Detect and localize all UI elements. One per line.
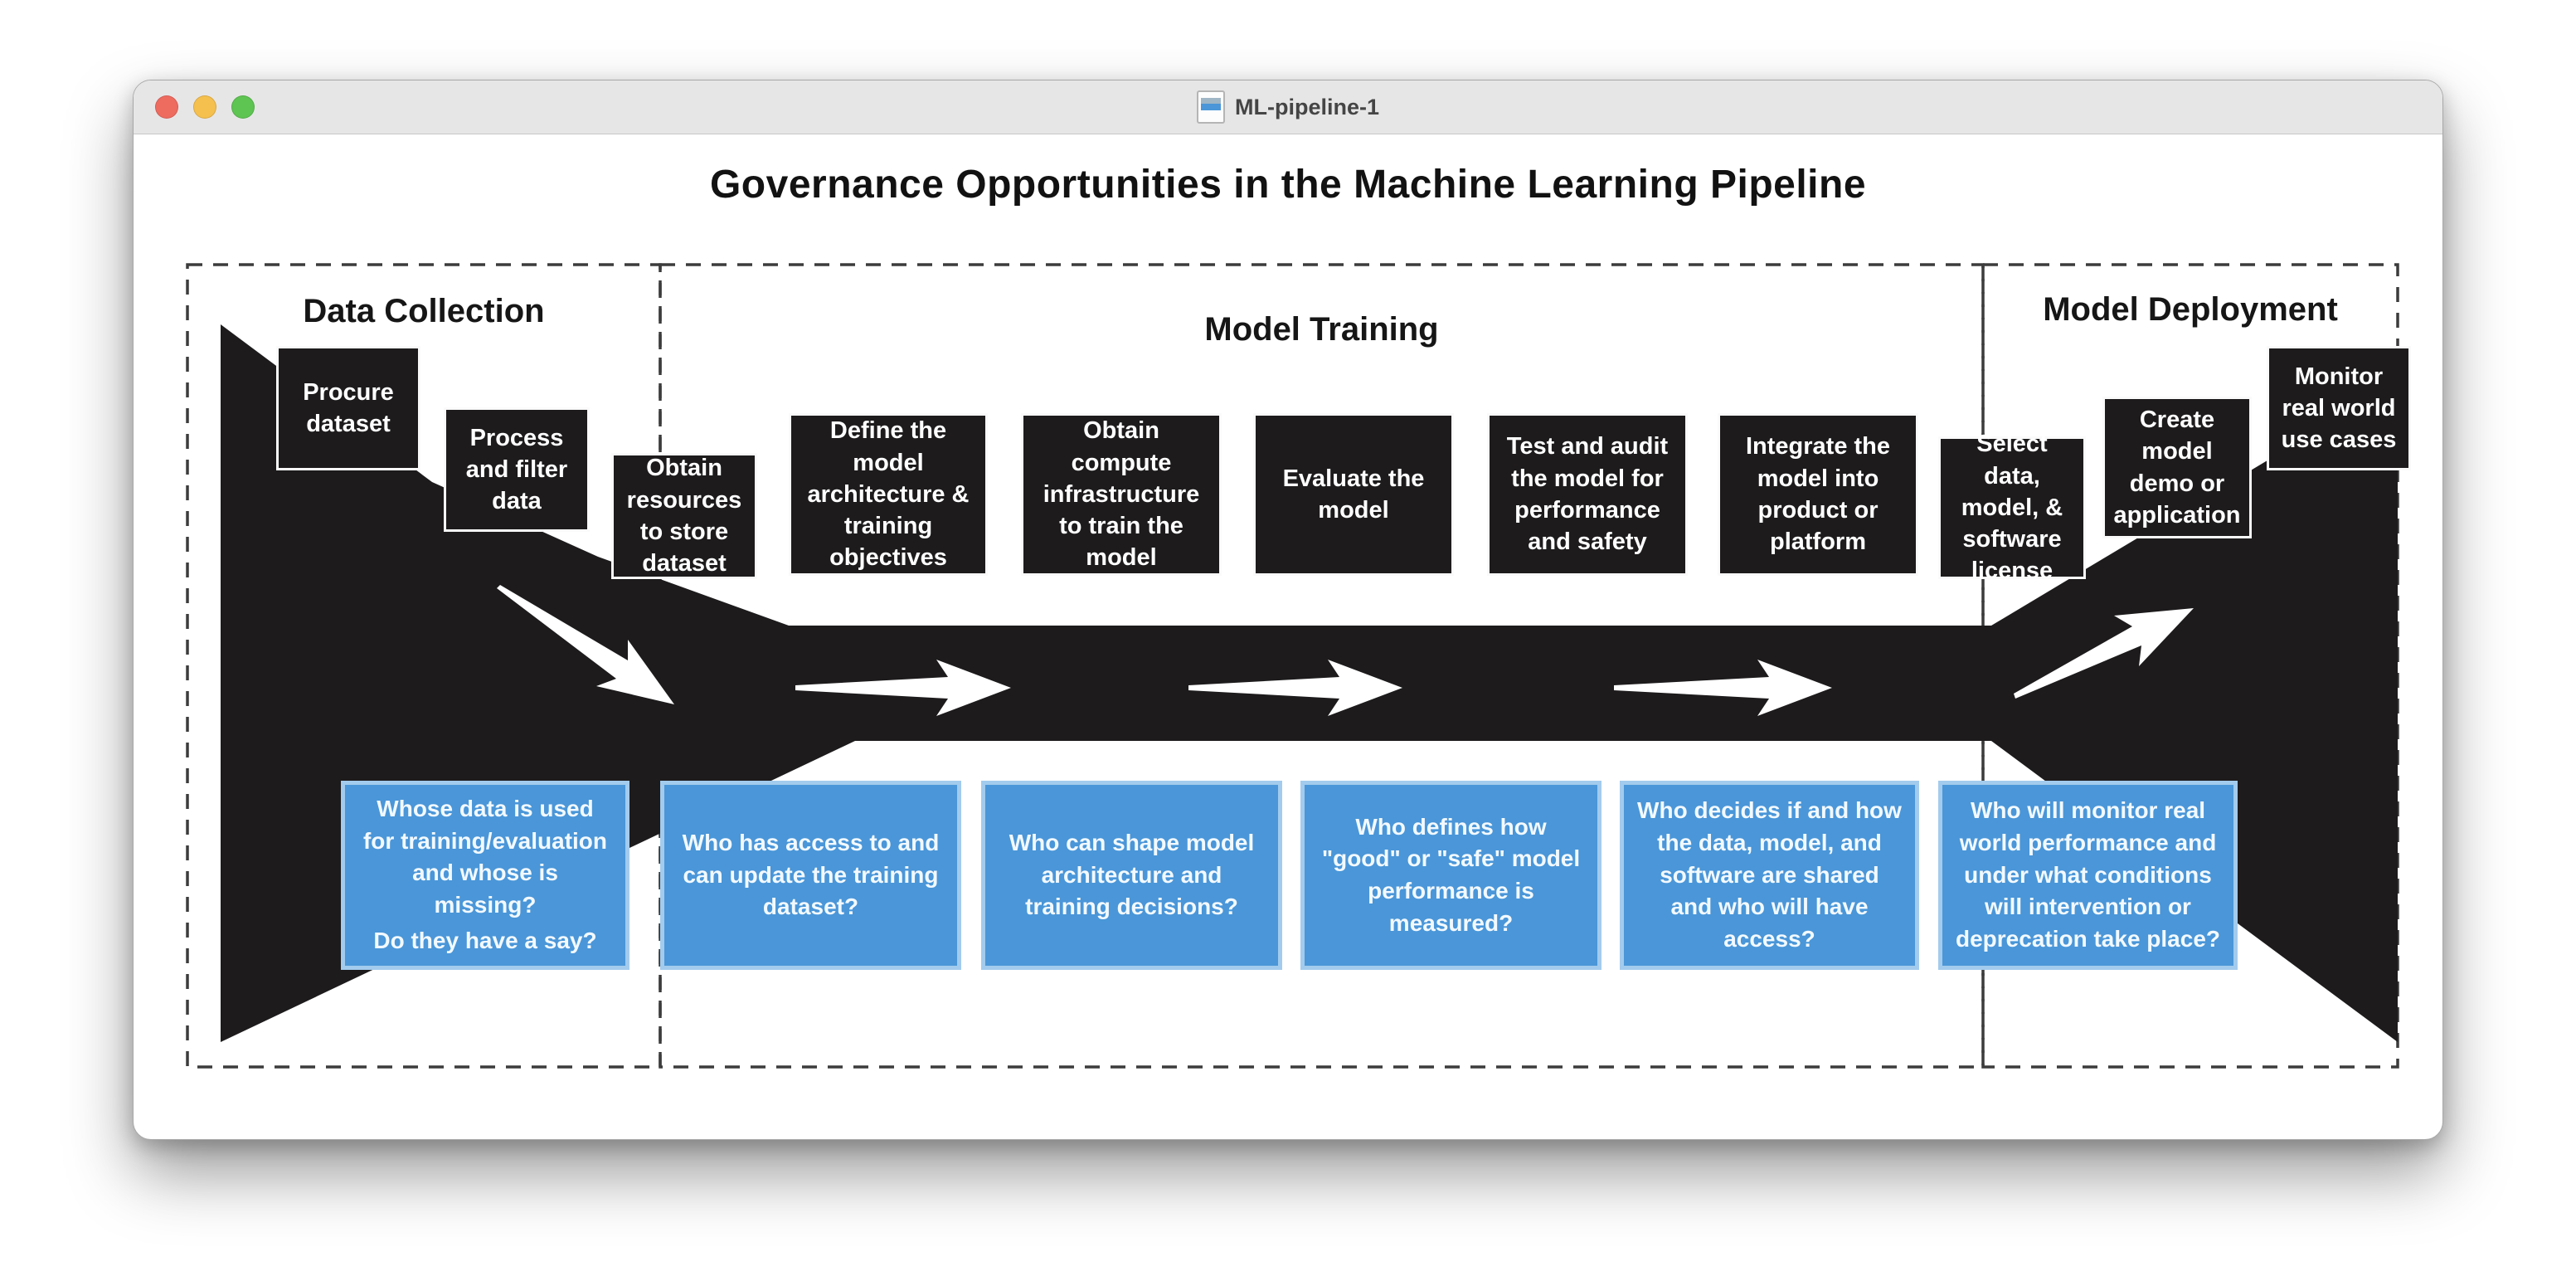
step-integrate-product: Integrate the model into product or plat… (1718, 413, 1918, 576)
question-dataset-access: Who has access to and can update the tra… (660, 781, 961, 970)
close-button[interactable] (155, 95, 178, 119)
diagram-title: Governance Opportunities in the Machine … (709, 163, 1867, 207)
flow-arrows (497, 585, 2194, 716)
zoom-button[interactable] (231, 95, 255, 119)
flow-arrow-3 (1188, 660, 1402, 716)
question-text: Who has access to and can update the tra… (682, 830, 940, 920)
section-label-model-deployment: Model Deployment (2043, 291, 2338, 328)
question-text: Who defines how "good" or "safe" model p… (1321, 813, 1581, 936)
step-monitor-use-cases: Monitor real world use cases (2267, 346, 2411, 470)
section-frame-data-collection (186, 263, 662, 1069)
step-define-architecture: Define the model architecture & training… (789, 413, 988, 576)
minimize-button[interactable] (193, 95, 216, 119)
flow-arrow-2 (795, 660, 1011, 716)
question-text: Do they have a say? (373, 928, 597, 954)
document-icon (1197, 90, 1225, 124)
step-create-demo: Create model demo or application (2102, 397, 2252, 538)
flow-arrow-4 (1614, 660, 1832, 716)
question-shape-architecture: Who can shape model architecture and tra… (981, 781, 1282, 970)
section-label-data-collection: Data Collection (303, 293, 545, 329)
window-controls (155, 80, 255, 134)
question-text: Who decides if and how the data, model, … (1637, 797, 1902, 952)
step-procure-dataset: Procure dataset (276, 346, 420, 470)
question-define-performance: Who defines how "good" or "safe" model p… (1300, 781, 1601, 970)
question-text: Whose data is used for training/evaluati… (362, 796, 608, 918)
flow-arrow-1 (497, 585, 674, 704)
step-obtain-compute: Obtain compute infrastructure to train t… (1021, 413, 1222, 576)
step-process-filter-data: Process and filter data (444, 407, 590, 532)
question-monitor-deprecate: Who will monitor real world performance … (1938, 781, 2238, 970)
flow-graphics (186, 263, 2399, 1069)
app-window: ML-pipeline-1 Governance Opportunities i… (133, 80, 2443, 1140)
step-test-audit: Test and audit the model for performance… (1487, 413, 1688, 576)
step-obtain-storage: Obtain resources to store dataset (611, 453, 757, 579)
step-select-license: Select data, model, & software license (1938, 431, 2086, 584)
section-label-model-training: Model Training (1204, 311, 1439, 348)
window-titlebar[interactable]: ML-pipeline-1 (134, 80, 2442, 134)
question-text: Who can shape model architecture and tra… (1009, 830, 1255, 920)
window-title: ML-pipeline-1 (1235, 94, 1379, 119)
flow-arrow-5 (2014, 608, 2194, 699)
question-sharing-access: Who decides if and how the data, model, … (1620, 781, 1919, 970)
question-data-collection: Whose data is used for training/evaluati… (341, 781, 629, 970)
step-evaluate-model: Evaluate the model (1253, 413, 1454, 576)
diagram-canvas: Governance Opportunities in the Machine … (134, 134, 2442, 1139)
window-title-group: ML-pipeline-1 (1197, 90, 1379, 124)
question-text: Who will monitor real world performance … (1956, 797, 2221, 952)
